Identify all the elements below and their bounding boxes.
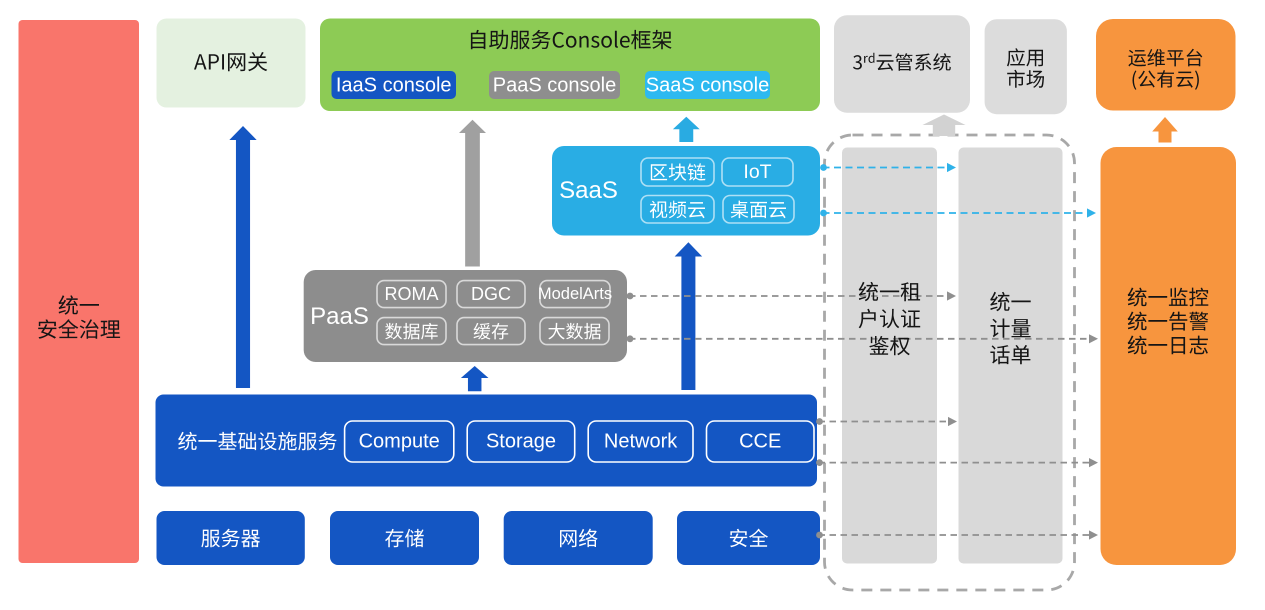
svg-text:Network: Network bbox=[604, 431, 678, 453]
svg-text:DGC: DGC bbox=[471, 284, 511, 304]
svg-text:IoT: IoT bbox=[743, 161, 771, 183]
svg-text:SaaS: SaaS bbox=[559, 177, 618, 204]
svg-text:IaaS console: IaaS console bbox=[336, 75, 452, 97]
svg-text:CCE: CCE bbox=[739, 431, 781, 453]
svg-text:SaaS console: SaaS console bbox=[646, 75, 769, 97]
svg-text:PaaS: PaaS bbox=[310, 303, 369, 330]
svg-text:PaaS console: PaaS console bbox=[493, 75, 616, 97]
svg-text:ROMA: ROMA bbox=[385, 284, 439, 304]
svg-text:Compute: Compute bbox=[359, 431, 440, 453]
svg-text:ModelArts: ModelArts bbox=[538, 285, 612, 303]
svg-text:Storage: Storage bbox=[486, 431, 556, 453]
